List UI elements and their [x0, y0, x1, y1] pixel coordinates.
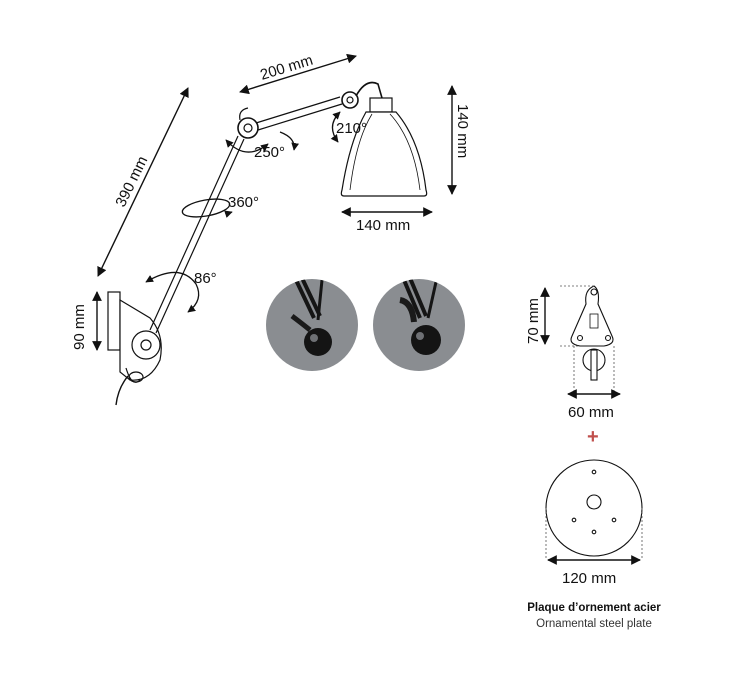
detail-photo-joint-a [266, 279, 358, 371]
dim-arm-upper: 200 mm [258, 52, 315, 84]
dim-line-arm-total [97, 87, 189, 277]
caption-english: Ornamental steel plate [536, 618, 652, 630]
lower-arm [149, 135, 245, 334]
angle-arc-shade [330, 111, 341, 143]
upper-arm [255, 96, 343, 131]
angle-arc-rotation [181, 198, 231, 218]
shade-joint [341, 91, 359, 109]
dim-shade-width: 140 mm [356, 217, 410, 234]
dim-arm-total: 390 mm [112, 154, 151, 210]
angle-elbow-joint: 250° [254, 144, 285, 161]
angle-arc-base [145, 271, 200, 313]
dim-bracket-width: 60 mm [568, 404, 614, 421]
dim-bracket-height: 70 mm [525, 298, 542, 344]
angle-arm-rotation: 360° [228, 194, 259, 211]
detail-photo-joint-b [373, 279, 465, 371]
dim-base-height: 90 mm [71, 304, 88, 350]
ornamental-plate-drawing [545, 459, 643, 558]
power-cable [115, 375, 129, 406]
wall-mount-plate [107, 291, 121, 351]
dim-plate-diameter: 120 mm [562, 570, 616, 587]
angle-shade-joint: 210° [336, 120, 367, 137]
caption-french: Plaque d’ornement acier [527, 602, 661, 614]
dim-line-arm-upper [239, 53, 357, 95]
angle-base-joint: 86° [194, 270, 217, 287]
dim-shade-height: 140 mm [454, 104, 471, 158]
elbow-joint [237, 117, 259, 139]
lamp-drawing [107, 81, 428, 406]
angle-arc-elbow [225, 139, 269, 153]
shade-socket [369, 97, 393, 113]
plus-sign: + [587, 426, 599, 448]
wall-bracket-drawing [560, 285, 615, 392]
